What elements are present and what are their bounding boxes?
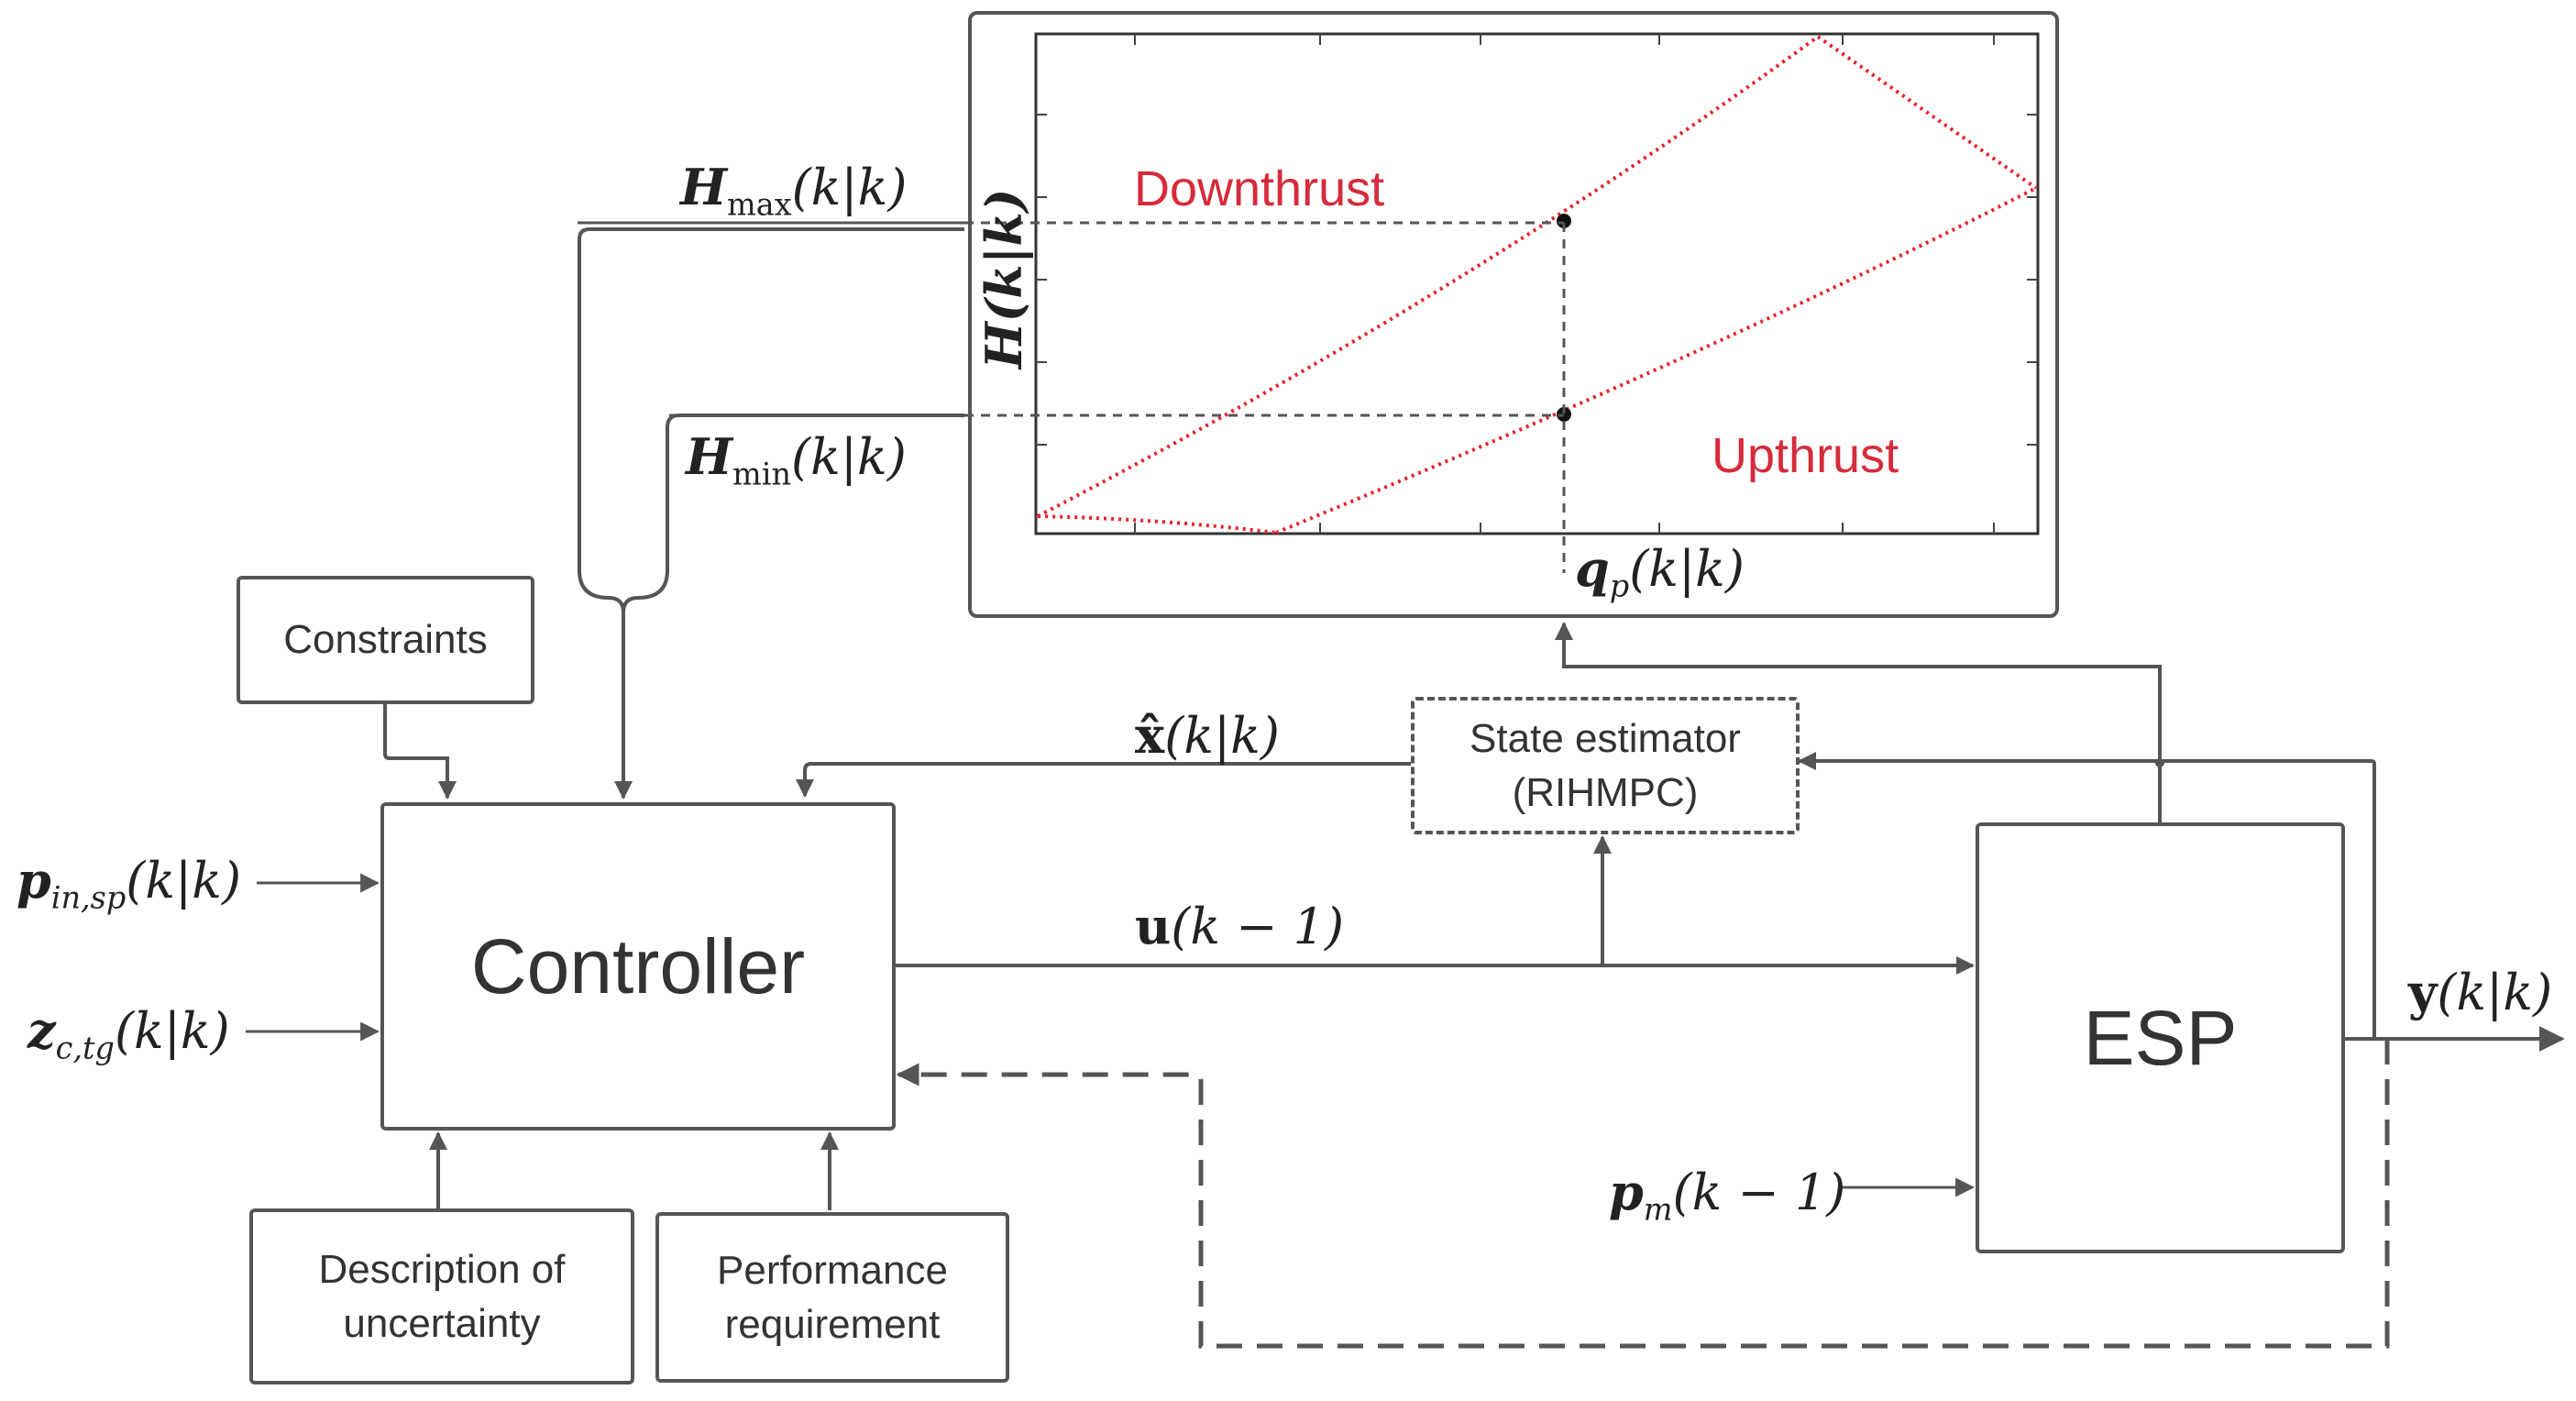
state-estimator-block: State estimator (RIHMPC) [1411,697,1800,834]
uncertainty-block: Description of uncertainty [249,1208,634,1384]
esp-block: ESP [1976,822,2345,1253]
max-speed-curve [1816,35,2038,190]
estimator-label-2: (RIHMPC) [1512,770,1699,815]
downthrust-curve [1037,35,1820,518]
constraints-block: Constraints [237,576,534,704]
uncertainty-label-2: uncertainty [343,1301,541,1346]
performance-label-2: requirement [724,1302,941,1347]
performance-block: Performance requirement [655,1212,1009,1383]
performance-label-1: Performance [717,1247,948,1293]
qp-label: qp(k|k) [1575,539,1745,604]
hmin-label: Hmin(k|k) [686,427,907,492]
pinsp-label: pin,sp(k|k) [17,851,242,916]
y-label: y(k|k) [2408,963,2553,1021]
chart-frame [968,11,2059,618]
estimator-label-1: State estimator [1470,715,1741,761]
u-label: u(k − 1) [1135,897,1345,955]
xhat-label: x̂(k|k) [1135,706,1280,765]
plot-area [1034,32,2040,535]
downthrust-label: Downthrust [1134,161,1385,216]
upthrust-curve [1275,186,2037,535]
min-speed-curve [1037,514,1277,535]
controller-label: Controller [470,922,806,1009]
zctg-label: zc,tg(k|k) [28,1001,230,1066]
feedback-loop [896,1039,2390,1349]
hmax-label: Hmax(k|k) [680,158,908,223]
controller-block: Controller [380,802,896,1131]
constraints-label: Constraints [283,617,488,662]
chart-ylabel: H(k|k) [974,188,1033,370]
uncertainty-label-1: Description of [318,1246,566,1292]
pm-label: pm(k − 1) [1609,1163,1846,1228]
esp-label: ESP [2083,994,2238,1081]
hmax-point [1557,214,1571,228]
upthrust-label: Upthrust [1712,428,1899,483]
